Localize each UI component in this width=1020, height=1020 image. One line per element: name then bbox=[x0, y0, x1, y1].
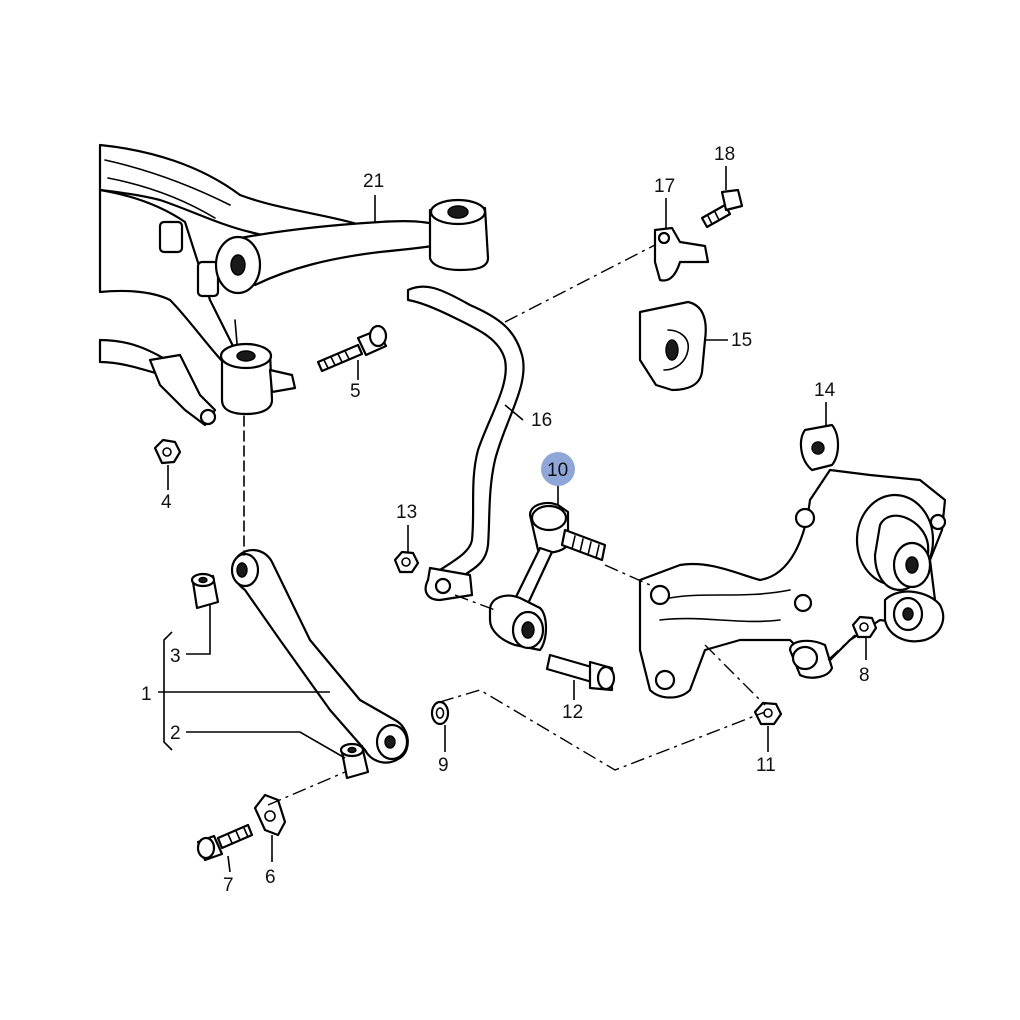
subframe bbox=[98, 143, 362, 427]
callout-1: 1 bbox=[141, 684, 152, 705]
lower-control-arm bbox=[230, 549, 409, 764]
callout-13: 13 bbox=[396, 502, 417, 523]
callout-18: 18 bbox=[714, 144, 735, 165]
callout-3: 3 bbox=[170, 646, 181, 667]
bolt-5 bbox=[316, 324, 388, 373]
callout-12: 12 bbox=[562, 702, 583, 723]
callout-8: 8 bbox=[859, 665, 870, 686]
callout-7: 7 bbox=[223, 875, 234, 896]
alignment-lines bbox=[243, 244, 856, 806]
bushing-3 bbox=[190, 572, 220, 610]
callout-15: 15 bbox=[731, 330, 752, 351]
bushing-15 bbox=[638, 300, 707, 392]
bushing-2 bbox=[339, 742, 370, 780]
callout-21: 21 bbox=[363, 171, 384, 192]
callout-10: 10 bbox=[547, 460, 568, 481]
nut-4 bbox=[153, 438, 182, 465]
callout-14: 14 bbox=[814, 380, 836, 401]
nut-11 bbox=[753, 701, 783, 726]
callout-11: 11 bbox=[756, 755, 776, 776]
callout-5: 5 bbox=[350, 381, 361, 402]
callout-10-highlight bbox=[541, 452, 575, 486]
callout-6: 6 bbox=[265, 867, 276, 888]
bolt-18 bbox=[700, 188, 744, 229]
callout-2: 2 bbox=[170, 723, 181, 744]
upper-control-arm bbox=[214, 198, 490, 295]
callout-labels: 1 2 3 4 5 6 7 8 9 10 11 12 13 14 15 16 1… bbox=[141, 144, 870, 896]
callout-17: 17 bbox=[654, 176, 675, 197]
eccentric-washer-6 bbox=[253, 793, 287, 837]
leader-lines bbox=[158, 166, 867, 873]
callout-9: 9 bbox=[438, 755, 449, 776]
nut-13 bbox=[393, 550, 420, 574]
nut-8 bbox=[851, 615, 878, 639]
coupling-link bbox=[488, 501, 607, 652]
wheel-carrier bbox=[638, 423, 947, 699]
anti-roll-bar bbox=[406, 285, 525, 602]
callout-4: 4 bbox=[161, 492, 172, 513]
lower-bushing-mount bbox=[219, 342, 297, 416]
bolt-12 bbox=[545, 653, 616, 692]
clamp-17 bbox=[653, 226, 710, 282]
callout-16: 16 bbox=[531, 410, 552, 431]
washer-9 bbox=[430, 700, 450, 726]
bolt-7 bbox=[196, 823, 254, 862]
